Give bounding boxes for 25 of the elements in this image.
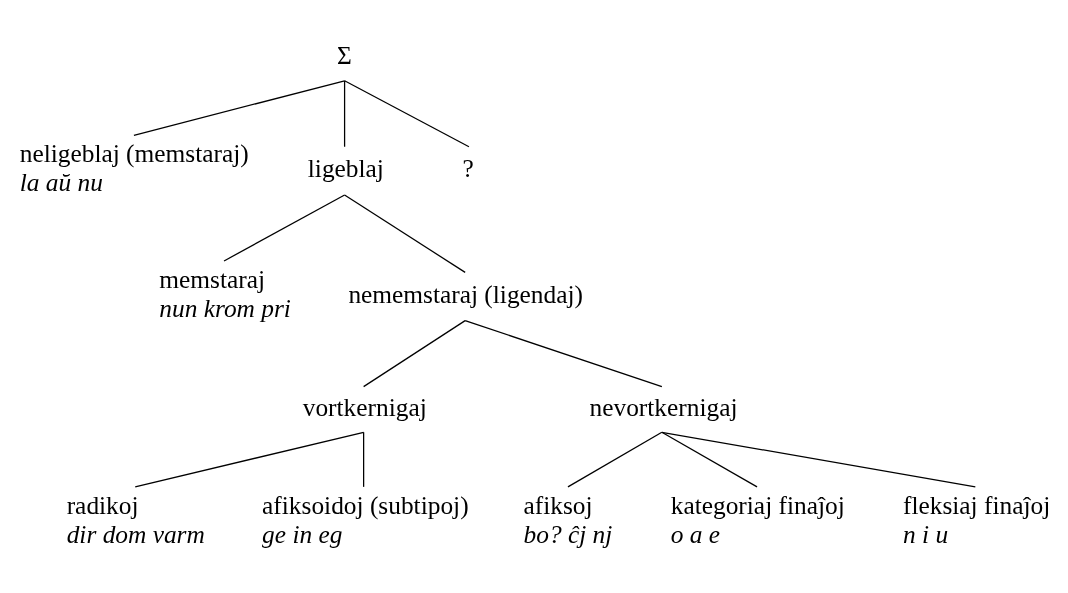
connector — [133, 80, 346, 136]
connector — [464, 319, 663, 388]
node-text: radikoj dir dom varm — [66, 490, 205, 548]
connector — [343, 80, 346, 148]
node-text: neligeblaj (memstaraj) la aŭ nu — [19, 138, 249, 197]
node-text: nevortkernigaj — [589, 392, 738, 421]
node-text: kategoriaj finaĵoj o a e — [670, 490, 845, 548]
connector — [343, 194, 466, 274]
connector — [134, 431, 365, 488]
connector — [661, 431, 976, 488]
node-text: afiksoj bo? ĉj nj — [523, 490, 613, 548]
node-text: ligeblaj — [307, 154, 384, 183]
node-text: Σ — [336, 41, 352, 70]
connector — [567, 431, 663, 488]
connector — [343, 80, 470, 148]
connector — [661, 431, 758, 488]
node-text: fleksiaj finaĵoj n i u — [902, 490, 1051, 548]
node-text: memstaraj nun krom pri — [159, 264, 291, 322]
connector — [363, 431, 365, 488]
node-text: afiksoidoj (subtipoj) ge in eg — [262, 490, 469, 548]
node-text: ? — [462, 154, 474, 183]
node-text: vortkernigaj — [302, 392, 427, 421]
connector — [363, 319, 466, 388]
connector — [223, 194, 346, 262]
node-text: nememstaraj (ligendaj) — [348, 279, 584, 308]
